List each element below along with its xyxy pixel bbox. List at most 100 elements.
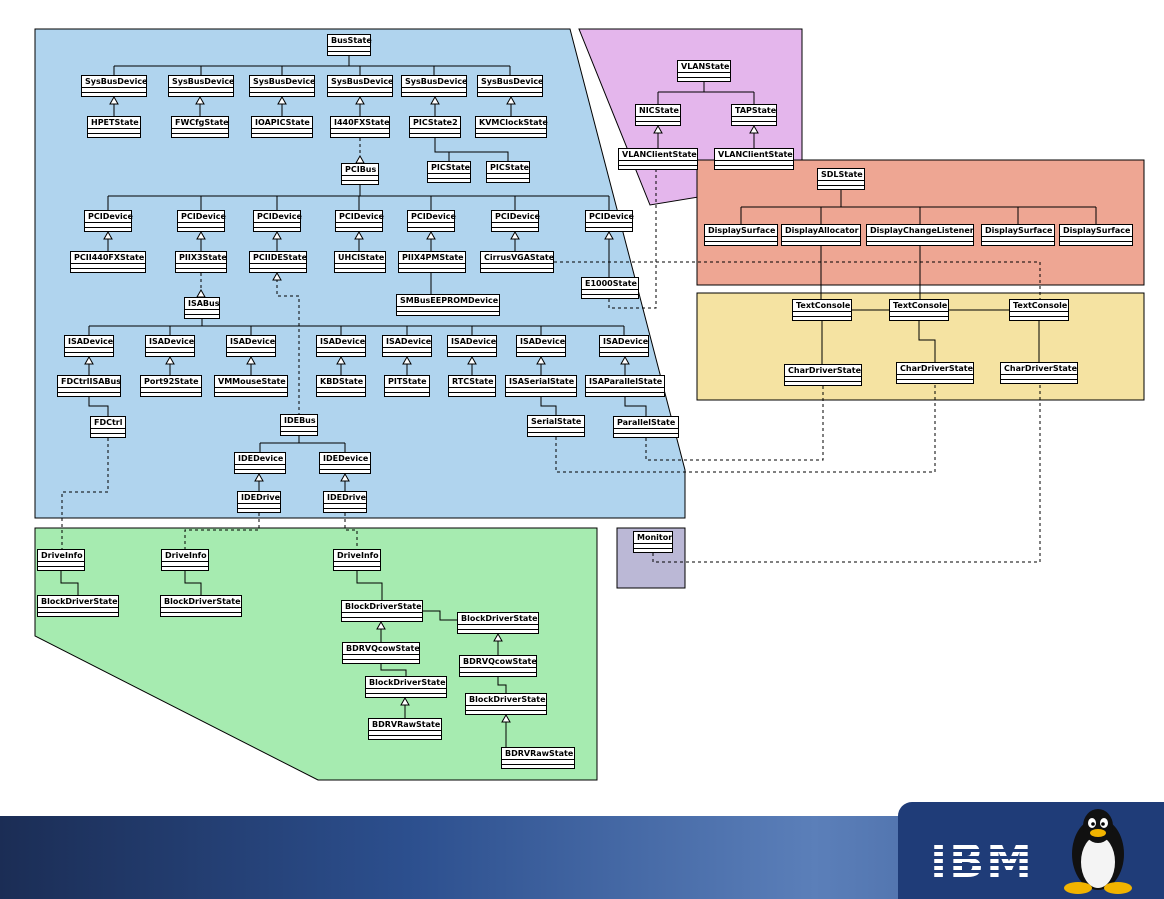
vlanstate-class: VLANState	[677, 60, 731, 82]
inheritance-arrow	[402, 355, 412, 365]
blockdriverstate-class: BlockDriverState	[341, 600, 423, 622]
vlanclientstate-class: VLANClientState	[618, 148, 698, 170]
pcidevice-class: PCIDevice	[177, 210, 226, 232]
inheritance-arrow	[277, 95, 287, 105]
displayallocator-class: DisplayAllocator	[781, 224, 861, 246]
driveinfo-class: DriveInfo	[333, 549, 381, 571]
picstate-class: PICState	[427, 161, 471, 183]
chardriverstate-class: CharDriverState	[1000, 362, 1078, 384]
picstate2-class: PICState2	[409, 116, 461, 138]
connector-line	[918, 321, 936, 362]
inheritance-arrow	[196, 230, 206, 240]
uhcistate-class: UHCIState	[334, 251, 386, 273]
inheritance-arrow	[506, 95, 516, 105]
inheritance-arrow	[272, 230, 282, 240]
pcidevice-class: PCIDevice	[84, 210, 133, 232]
pcidevice-class: PCIDevice	[407, 210, 456, 232]
cirrusvgastate-class: CirrusVGAState	[480, 251, 554, 273]
dependency-line	[344, 513, 358, 549]
isadevice-class: ISADevice	[516, 335, 566, 357]
dependency-line	[608, 170, 657, 309]
tapstate-class: TAPState	[731, 104, 777, 126]
isadevice-class: ISADevice	[599, 335, 649, 357]
inheritance-arrow	[109, 95, 119, 105]
inheritance-arrow	[84, 355, 94, 365]
dependency-line	[645, 386, 824, 461]
sysbusdevice-class: SysBusDevice	[249, 75, 315, 97]
blockdriverstate-class: BlockDriverState	[37, 595, 119, 617]
inheritance-arrow	[510, 230, 520, 240]
bdrvqcowstate-class: BDRVQcowState	[342, 642, 420, 664]
sysbusdevice-class: SysBusDevice	[327, 75, 393, 97]
inheritance-arrow	[272, 271, 282, 281]
connector-line	[380, 664, 407, 676]
fdctrl-class: FDCtrl	[90, 416, 126, 438]
dependency-line	[184, 513, 260, 549]
displaysurface-class: DisplaySurface	[1059, 224, 1133, 246]
displaysurface-class: DisplaySurface	[981, 224, 1055, 246]
dependency-line	[652, 384, 1041, 563]
pcidevice-class: PCIDevice	[335, 210, 384, 232]
textconsole-class: TextConsole	[889, 299, 949, 321]
rtcstate-class: RTCState	[448, 375, 496, 397]
inheritance-arrow	[604, 230, 614, 240]
inheritance-arrow	[354, 230, 364, 240]
parallelstate-class: ParallelState	[613, 416, 679, 438]
vlanclientstate-class: VLANClientState	[714, 148, 794, 170]
driveinfo-class: DriveInfo	[161, 549, 209, 571]
connector-line	[88, 397, 109, 416]
vmmousestate-class: VMMouseState	[214, 375, 288, 397]
connector-line	[497, 677, 507, 693]
piix4pmstate-class: PIIX4PMState	[398, 251, 466, 273]
dependency-line	[276, 273, 300, 414]
smbuseepromdevice-class: SMBusEEPROMDevice	[396, 294, 500, 316]
inheritance-arrow	[103, 230, 113, 240]
inheritance-arrow	[340, 472, 350, 482]
driveinfo-class: DriveInfo	[37, 549, 85, 571]
bdrvrawstate-class: BDRVRawState	[501, 747, 575, 769]
pcidevice-class: PCIDevice	[491, 210, 540, 232]
kbdstate-class: KBDState	[316, 375, 366, 397]
monitor-class: Monitor	[633, 531, 673, 553]
blockdriverstate-class: BlockDriverState	[465, 693, 547, 715]
inheritance-arrow	[493, 632, 503, 642]
storage-region	[34, 527, 598, 781]
chardriverstate-class: CharDriverState	[896, 362, 974, 384]
pcidevice-class: PCIDevice	[585, 210, 634, 232]
picstate-class: PICState	[486, 161, 530, 183]
tux-penguin-icon	[1064, 809, 1132, 894]
inheritance-arrow	[467, 355, 477, 365]
pitstate-class: PITState	[384, 375, 430, 397]
inheritance-arrow	[376, 620, 386, 630]
bdrvqcowstate-class: BDRVQcowState	[459, 655, 537, 677]
idebus-class: IDEBus	[280, 414, 318, 436]
inheritance-arrow	[355, 95, 365, 105]
inheritance-arrow	[749, 124, 759, 134]
connector-line	[434, 138, 509, 161]
isadevice-class: ISADevice	[316, 335, 366, 357]
connector-line	[540, 397, 557, 415]
pcibus-class: PCIBus	[341, 163, 379, 185]
isadevice-class: ISADevice	[64, 335, 114, 357]
connector-line	[184, 571, 202, 595]
isadevice-class: ISADevice	[145, 335, 195, 357]
dependency-line	[554, 261, 1041, 300]
piix3state-class: PIIX3State	[175, 251, 227, 273]
displaychangelistener-class: DisplayChangeListener	[866, 224, 974, 246]
connector-line	[423, 610, 457, 621]
idedevice-class: IDEDevice	[234, 452, 286, 474]
idedrive-class: IDEDrive	[237, 491, 281, 513]
e1000state-class: E1000State	[581, 277, 639, 299]
sysbusdevice-class: SysBusDevice	[477, 75, 543, 97]
connector-line	[60, 571, 79, 595]
nicstate-class: NICState	[635, 104, 681, 126]
textconsole-class: TextConsole	[792, 299, 852, 321]
idedrive-class: IDEDrive	[323, 491, 367, 513]
isadevice-class: ISADevice	[447, 335, 497, 357]
dependency-line	[555, 384, 936, 473]
isaparallelstate-class: ISAParallelState	[585, 375, 665, 397]
serialstate-class: SerialState	[527, 415, 585, 437]
i440fxstate-class: I440FXState	[330, 116, 390, 138]
ibm-logo: IBM	[930, 834, 1034, 888]
